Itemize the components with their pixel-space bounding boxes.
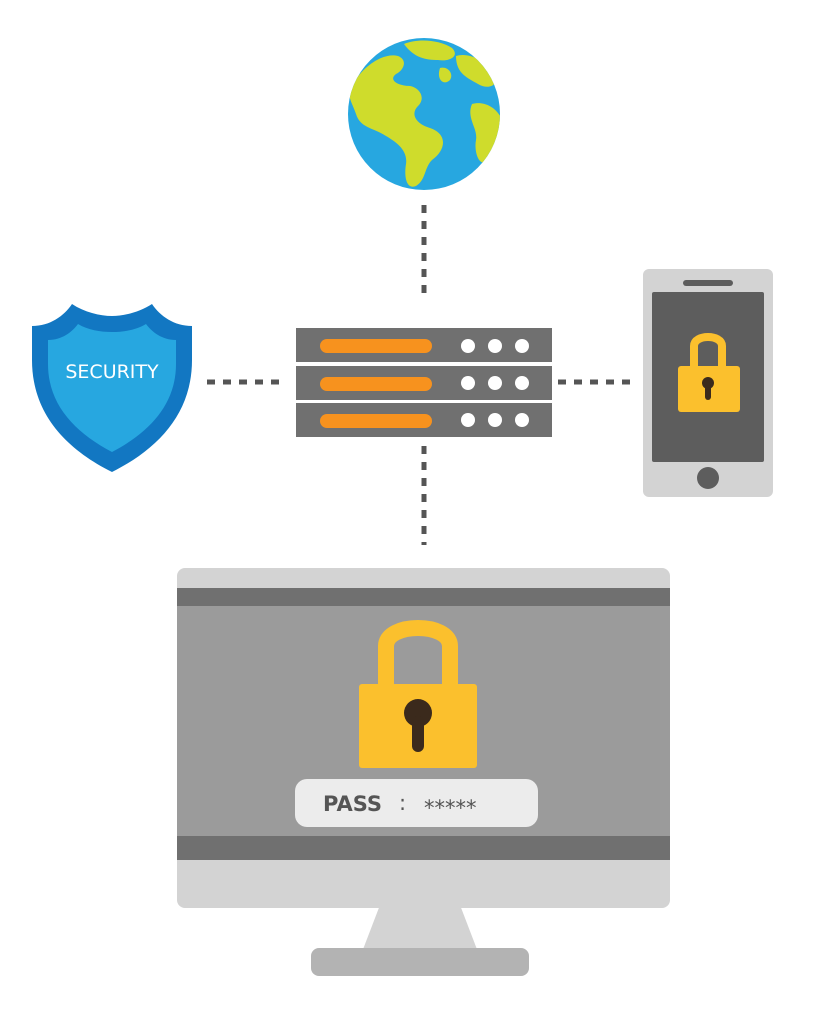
password-separator: : [399, 791, 406, 815]
server-unit-1 [296, 328, 552, 362]
server-icon [296, 328, 552, 437]
connectors [207, 205, 630, 545]
phone-padlock-icon [678, 333, 740, 412]
shield-icon: SECURITY [32, 304, 192, 472]
password-value: ***** [424, 796, 477, 820]
password-label: PASS [323, 792, 382, 816]
monitor-padlock-icon [359, 620, 477, 768]
monitor-icon: PASS : ***** [177, 568, 670, 976]
globe-icon [348, 38, 500, 190]
shield-label: SECURITY [65, 361, 159, 383]
server-unit-2 [296, 366, 552, 400]
password-field: PASS : ***** [295, 779, 538, 827]
server-unit-3 [296, 403, 552, 437]
phone-icon [643, 269, 773, 497]
